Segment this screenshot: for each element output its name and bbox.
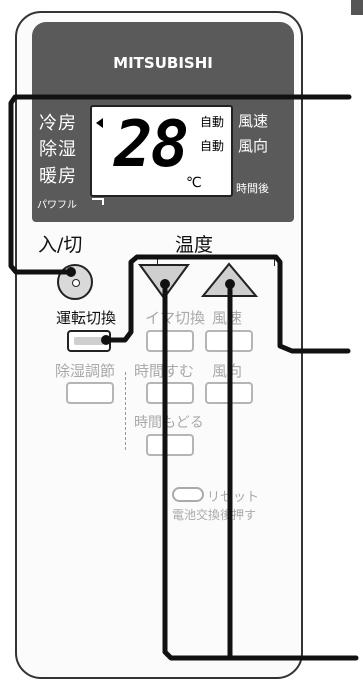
- callout-line-power: [8, 94, 352, 275]
- dehumid-label: 除湿調節: [55, 362, 116, 380]
- temperature-readout: 28: [114, 108, 189, 182]
- vane-label: 風向: [238, 137, 269, 155]
- power-label: 入/切: [38, 234, 83, 256]
- timer-off-button[interactable]: [146, 382, 194, 404]
- temperature-label: 温度: [175, 234, 214, 256]
- callout-line-temp-down: [162, 281, 359, 661]
- callout-dot-power: [66, 267, 76, 277]
- mode-switch-button[interactable]: [67, 330, 111, 352]
- vane-auto-indicator: 自動: [200, 139, 225, 153]
- corner-marker-icon: [351, 0, 363, 15]
- dehumid-button[interactable]: [66, 382, 114, 404]
- reset-button[interactable]: [172, 487, 204, 502]
- divider: [125, 372, 127, 450]
- powerful-label: パワフル: [37, 200, 77, 211]
- mode-indicator-icon: [96, 118, 103, 128]
- vane-button-label: 風向: [212, 362, 243, 380]
- power-dot-icon: [72, 279, 80, 287]
- mode-switch-label: 運転切換: [56, 309, 117, 327]
- mode-heat: 暖房: [39, 166, 77, 187]
- mode-cool: 冷房: [39, 113, 77, 134]
- lcd-screen: 28 ℃ 自動 自動: [90, 105, 233, 197]
- callout-line-mode-switch: [103, 254, 351, 354]
- timer-after-label: 時間後: [236, 182, 269, 195]
- fan-auto-indicator: 自動: [200, 115, 225, 129]
- fan-speed-label: 風速: [238, 112, 269, 130]
- fan-speed-button-label: 風速: [212, 309, 243, 327]
- callout-dot-mode: [101, 335, 111, 345]
- callout-dot-temp-down: [160, 279, 170, 289]
- display-panel: MITSUBISHI 冷房 除湿 暖房 28 ℃ 自動 自動 風速 風向 時間後…: [32, 22, 294, 222]
- timer-back-label: 時間もどる: [134, 415, 204, 431]
- timer-switch-button[interactable]: [146, 330, 194, 352]
- brand-logo: MITSUBISHI: [113, 54, 213, 72]
- temperature-unit: ℃: [186, 175, 202, 191]
- battery-hint: 電池交換後押す: [172, 508, 257, 522]
- powerful-indicator-icon: [92, 198, 104, 205]
- mode-dehumidify: 除湿: [39, 139, 77, 160]
- timer-back-button[interactable]: [146, 434, 194, 456]
- reset-label: リセット: [207, 490, 260, 505]
- mode-switch-bar-icon: [74, 337, 104, 345]
- callout-dot-temp-up: [225, 279, 235, 289]
- timer-switch-label: イマ切換: [145, 309, 206, 327]
